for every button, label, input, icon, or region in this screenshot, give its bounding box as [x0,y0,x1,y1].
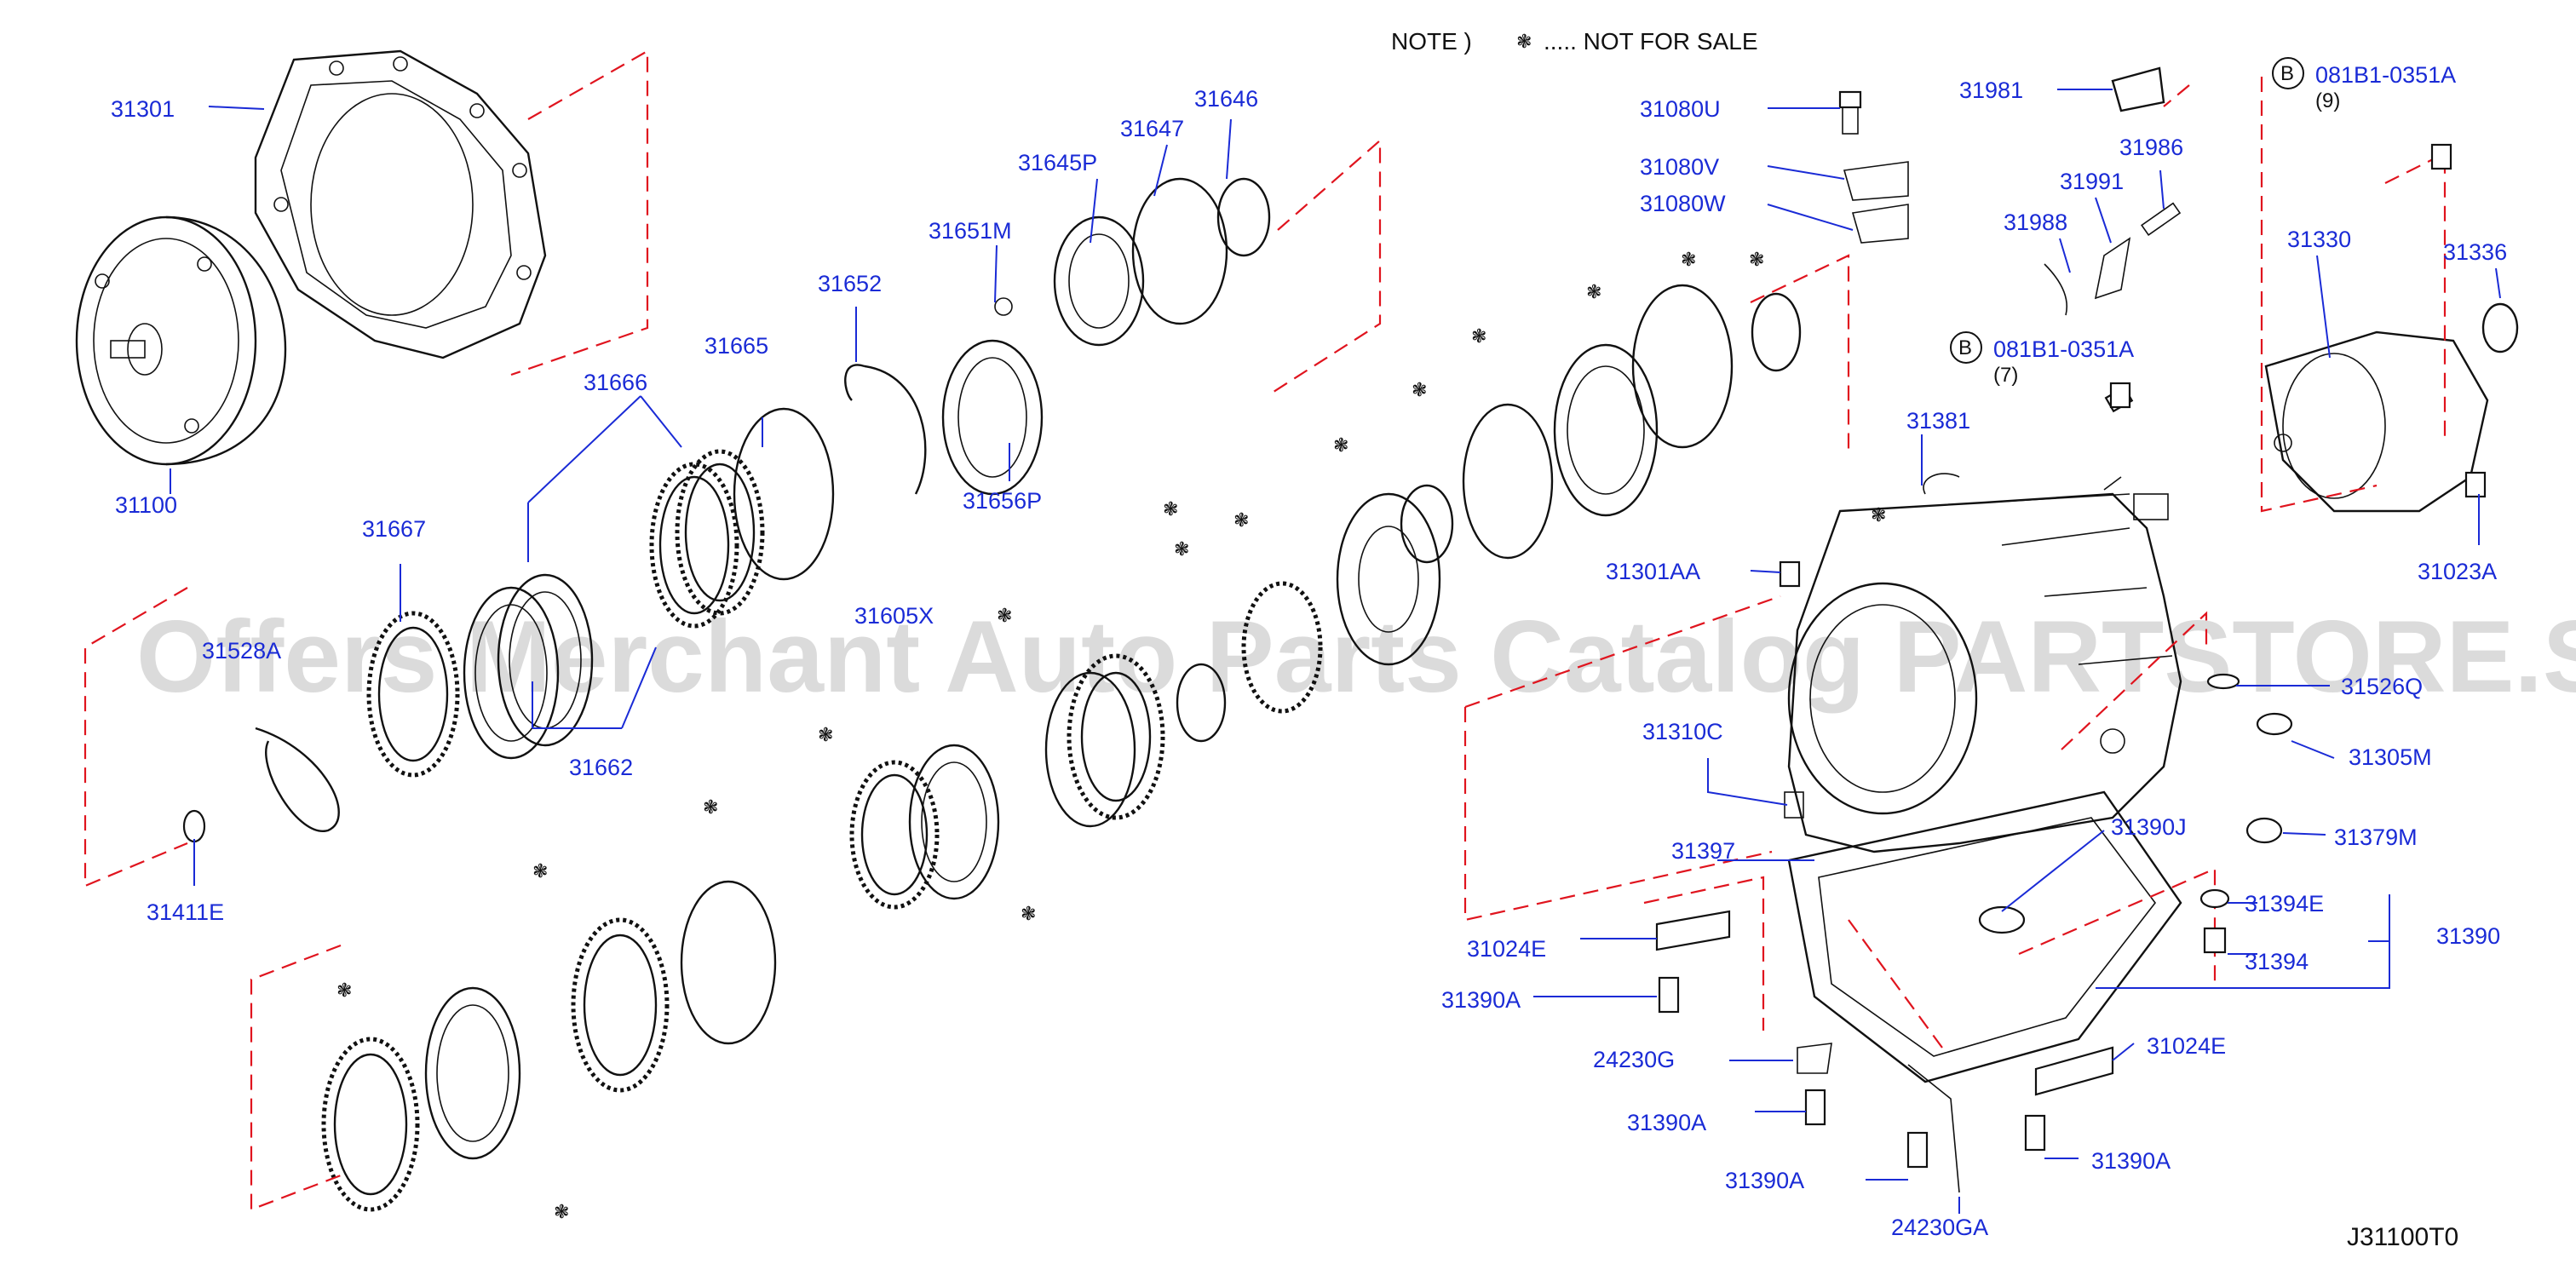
converter-housing-drawing [254,49,547,359]
part-label-31390a-d[interactable]: 31390A [2091,1148,2171,1174]
part-label-31394e[interactable]: 31394E [2245,891,2324,916]
svg-text:❃: ❃ [1471,326,1486,348]
part-label-31662[interactable]: 31662 [569,755,633,780]
note-prefix: NOTE ) [1391,28,1472,55]
part-label-31379m[interactable]: 31379M [2334,824,2418,850]
svg-text:❃: ❃ [997,606,1012,627]
svg-text:B: B [1958,336,1972,359]
part-label-31310c[interactable]: 31310C [1642,719,1723,744]
part-label-31381[interactable]: 31381 [1906,408,1970,434]
leader-lines [170,89,2501,1214]
part-label-31605x[interactable]: 31605X [854,603,934,629]
part-label-31652[interactable]: 31652 [818,271,882,296]
lower-clutch-pack-drawing [321,284,1802,1212]
part-label-31991[interactable]: 31991 [2060,169,2124,194]
part-label-31528a[interactable]: 31528A [202,638,281,664]
part-label-31390j[interactable]: 31390J [2111,814,2187,840]
part-label-31024e-b[interactable]: 31024E [2147,1033,2226,1059]
part-label-31023a[interactable]: 31023A [2418,559,2497,584]
part-label-31666[interactable]: 31666 [584,370,647,395]
svg-text:❃: ❃ [1749,250,1764,271]
part-label-31646[interactable]: 31646 [1194,86,1258,112]
part-label-31981[interactable]: 31981 [1959,78,2023,103]
part-label-31390a-b[interactable]: 31390A [1627,1110,1706,1135]
part-label-31390a-c[interactable]: 31390A [1725,1168,1804,1193]
svg-text:❃: ❃ [532,861,548,882]
svg-text:081B1-0351A: 081B1-0351A [2315,62,2456,88]
part-label-24230ga[interactable]: 24230GA [1891,1215,1988,1240]
part-label-31651m[interactable]: 31651M [929,218,1012,244]
part-labels: 31301 31100 31666 31665 31652 31651M 316… [111,78,2507,1240]
part-label-31390[interactable]: 31390 [2436,923,2500,949]
part-label-31394[interactable]: 31394 [2245,949,2309,974]
svg-text:(7): (7) [1993,364,2018,387]
part-label-31024e-a[interactable]: 31024E [1467,936,1546,962]
svg-text:❃: ❃ [1021,904,1036,925]
svg-text:❃: ❃ [1871,505,1886,526]
part-label-31647[interactable]: 31647 [1120,116,1184,141]
svg-text:❃: ❃ [336,980,352,1002]
part-label-31667[interactable]: 31667 [362,516,426,542]
part-label-31100[interactable]: 31100 [115,492,177,518]
oil-pan-drawing [1787,790,2182,1083]
svg-text:❃: ❃ [554,1202,569,1223]
part-label-31645p[interactable]: 31645P [1018,150,1097,175]
clutch-plates-drawing [366,177,1271,778]
bolt-ref-badge-1: B 081B1-0351A (9) [2272,57,2456,112]
part-label-31330[interactable]: 31330 [2287,227,2351,252]
part-label-31080v[interactable]: 31080V [1640,154,1719,180]
part-label-31526q[interactable]: 31526Q [2341,674,2423,699]
part-label-31390a-a[interactable]: 31390A [1441,987,1521,1013]
part-label-31397[interactable]: 31397 [1671,838,1735,864]
not-for-sale-symbol: ❃ [1516,32,1532,53]
part-label-31665[interactable]: 31665 [704,333,768,359]
part-label-31080u[interactable]: 31080U [1640,96,1721,122]
part-label-31988[interactable]: 31988 [2004,210,2067,235]
svg-text:❃: ❃ [1586,282,1601,303]
svg-text:B: B [2280,62,2294,85]
note-text: ..... NOT FOR SALE [1544,28,1758,55]
svg-text:❃: ❃ [1233,510,1249,531]
svg-text:❃: ❃ [1412,380,1427,401]
svg-text:❃: ❃ [818,725,833,746]
snap-rings-drawing [182,727,340,843]
transmission-case-drawing [1787,492,2182,853]
part-label-24230g[interactable]: 24230G [1593,1047,1675,1072]
svg-text:(9): (9) [2315,89,2340,112]
part-label-31336[interactable]: 31336 [2443,239,2507,265]
svg-text:❃: ❃ [1163,499,1178,520]
part-label-31656p[interactable]: 31656P [963,488,1042,514]
part-label-31080w[interactable]: 31080W [1640,191,1726,216]
part-label-31986[interactable]: 31986 [2119,135,2183,160]
svg-text:081B1-0351A: 081B1-0351A [1993,336,2134,362]
torque-converter-drawing [75,215,287,466]
svg-text:❃: ❃ [1333,435,1348,457]
not-for-sale-markers: ❃ ❃ ❃ ❃ ❃ ❃ ❃ ❃ ❃ ❃ ❃ ❃ ❃ ❃ ❃ ❃ ❃ [336,250,1886,1223]
small-hardware-drawing [1655,66,2487,1193]
part-label-31301aa[interactable]: 31301AA [1606,559,1700,584]
svg-text:❃: ❃ [1681,250,1696,271]
svg-text:❃: ❃ [1174,539,1189,560]
bolt-ref-badge-2: B 081B1-0351A (7) [1950,331,2134,387]
part-label-31301[interactable]: 31301 [111,96,175,122]
svg-text:❃: ❃ [703,797,718,819]
diagram-code: J31100T0 [2347,1223,2458,1251]
part-label-31305m[interactable]: 31305M [2349,744,2432,770]
part-label-31411e[interactable]: 31411E [147,899,224,925]
